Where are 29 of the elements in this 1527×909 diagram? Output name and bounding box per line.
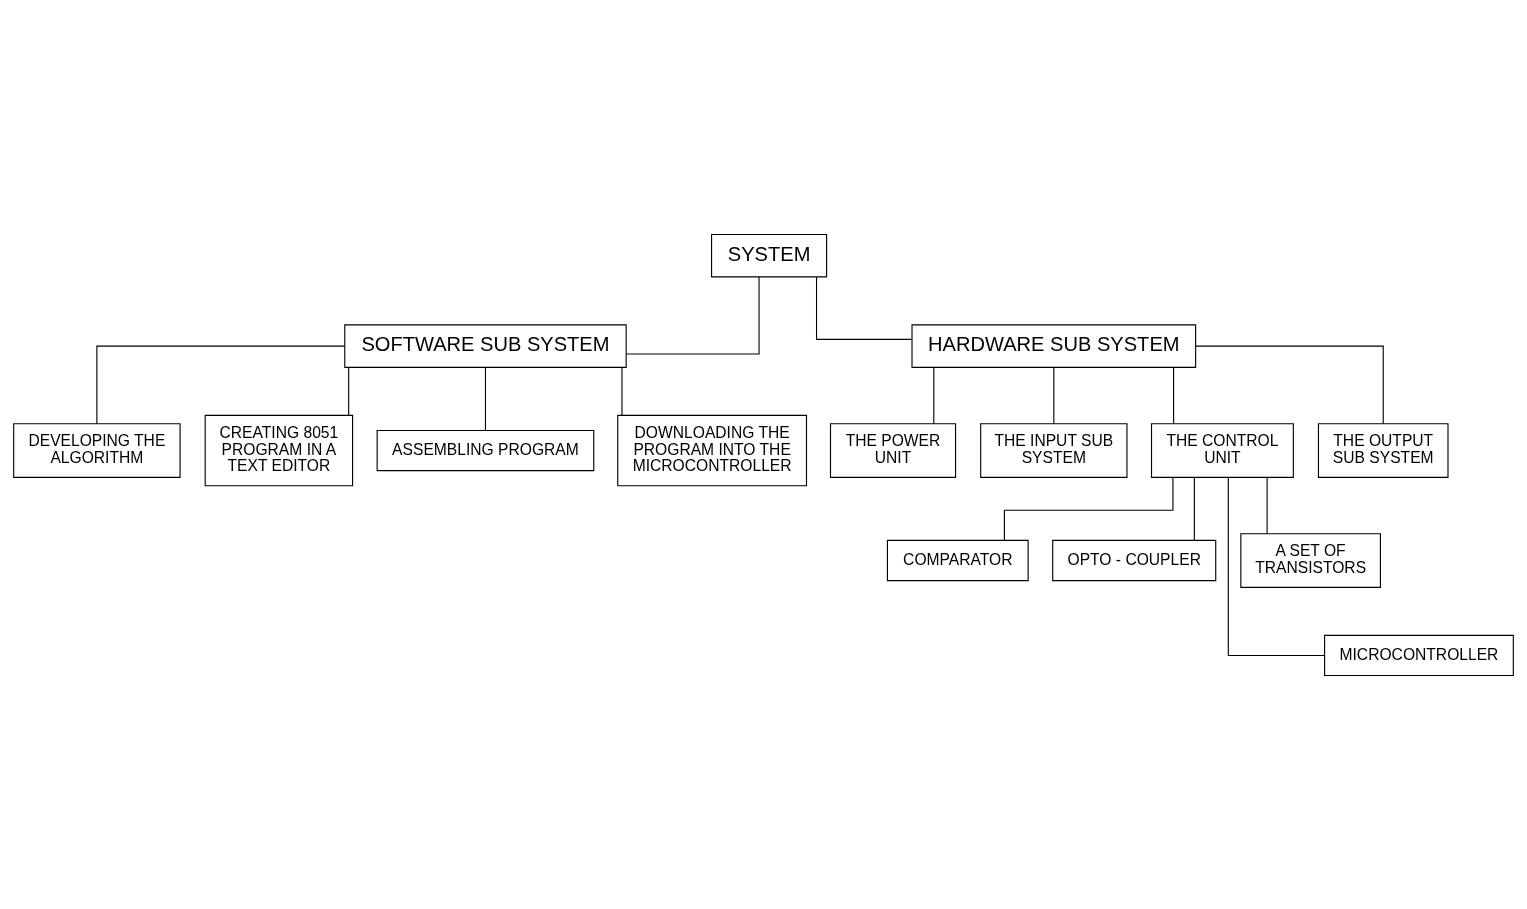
node-box: SOFTWARE SUB SYSTEM	[344, 323, 627, 368]
connector	[1173, 366, 1175, 424]
node-box: THE OUTPUT SUB SYSTEM	[1317, 422, 1449, 478]
connector	[1003, 476, 1174, 541]
connector	[1195, 345, 1384, 424]
node-box: CREATING 8051 PROGRAM IN A TEXT EDITOR	[204, 414, 354, 486]
node-box: THE POWER UNIT	[829, 422, 957, 478]
node-box: ASSEMBLING PROGRAM	[376, 429, 595, 471]
node-box: OPTO - COUPLER	[1052, 539, 1217, 581]
connector	[625, 275, 760, 354]
connector	[96, 345, 346, 424]
node-box: DOWNLOADING THE PROGRAM INTO THE MICROCONTROLLER	[617, 414, 808, 486]
connector	[816, 276, 913, 340]
connector	[1266, 476, 1268, 534]
node-box: THE CONTROL UNIT	[1150, 422, 1294, 478]
node-box: A SET OF TRANSISTORS	[1240, 532, 1381, 588]
connector	[1053, 366, 1055, 424]
connector	[484, 366, 486, 431]
connector	[1227, 476, 1326, 656]
node-box: DEVELOPING THE ALGORITHM	[13, 422, 181, 478]
node-box: SYSTEM	[711, 233, 828, 277]
node-box: MICROCONTROLLER	[1324, 634, 1514, 676]
connector	[348, 366, 350, 415]
node-box: THE INPUT SUB SYSTEM	[980, 422, 1128, 478]
connector	[1193, 476, 1195, 541]
connector	[621, 366, 623, 415]
node-box: HARDWARE SUB SYSTEM	[911, 323, 1197, 368]
node-box: COMPARATOR	[886, 539, 1029, 581]
connector	[933, 366, 935, 424]
